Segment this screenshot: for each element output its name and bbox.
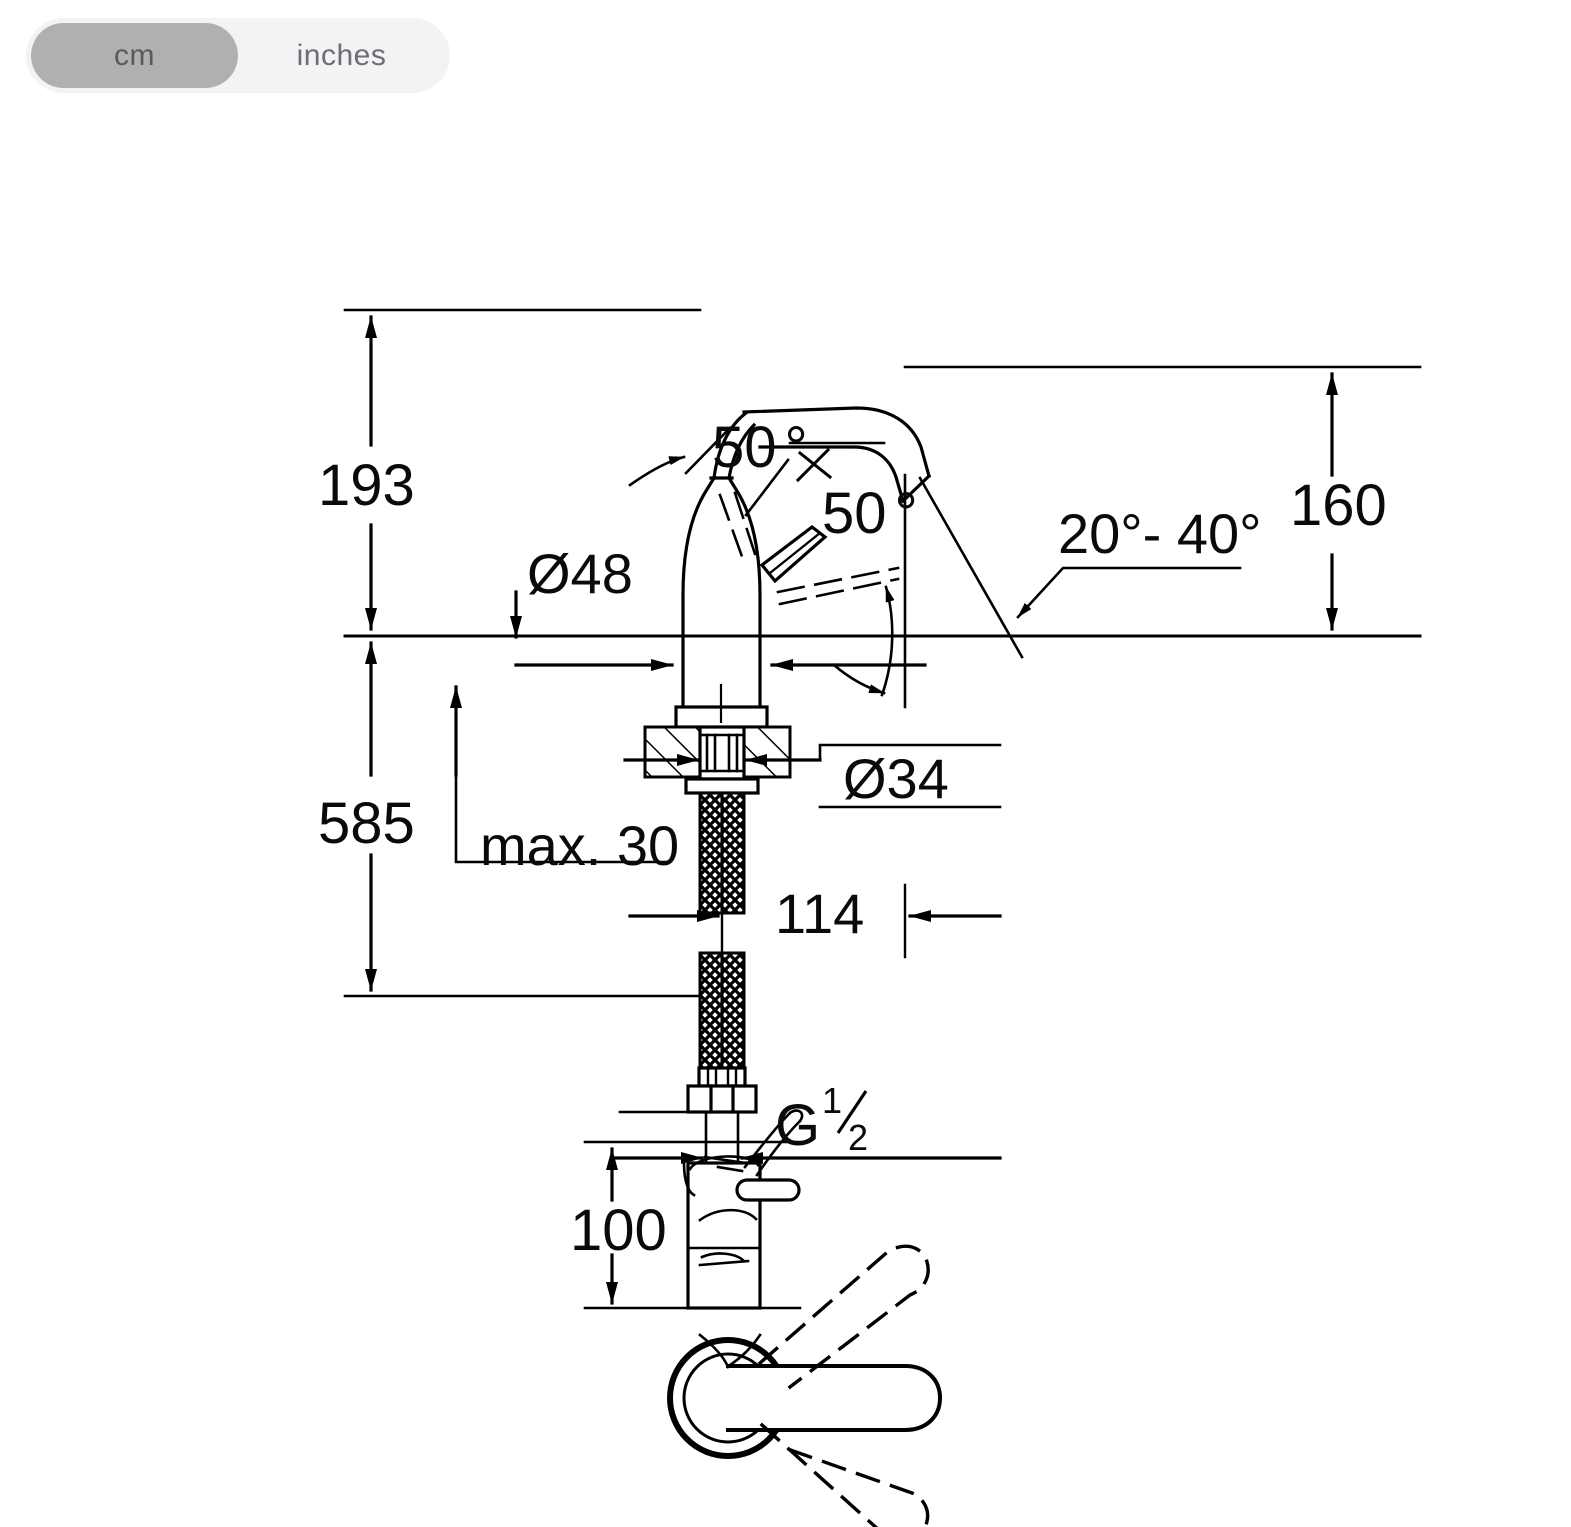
label-angle-left-value: 50 — [712, 415, 777, 480]
plan-inner-line — [698, 1259, 750, 1267]
plan-lever-raised-right — [755, 1119, 802, 1177]
label-angle-left: 50° — [712, 415, 808, 480]
label-diameter-34: Ø34 — [843, 747, 949, 810]
technical-drawing: 193 585 160 Ø48 Ø34 max. 30 114 50° 50° … — [0, 95, 1571, 1527]
swing-arc-up — [880, 585, 895, 697]
label-100: 100 — [570, 1198, 667, 1263]
plan-lever-base-a — [703, 1155, 747, 1165]
plan-spout-solid — [726, 1364, 943, 1432]
plan-lever-raised-left — [743, 1111, 792, 1169]
hex-nut — [686, 1084, 758, 1114]
lever-dash-c — [776, 566, 900, 594]
plan-spout-root-right — [728, 1333, 762, 1367]
unit-option-cm[interactable]: cm — [31, 23, 238, 88]
swing-arc-down — [832, 663, 886, 695]
max30-elbow — [454, 773, 672, 864]
spout-inner — [758, 445, 905, 503]
label-swivel-range: 20°- 40° — [1058, 502, 1262, 565]
label-585: 585 — [318, 791, 415, 856]
angle-left-ref-line — [684, 426, 732, 475]
body-outline-left — [681, 475, 717, 709]
unit-option-inches[interactable]: inches — [238, 23, 445, 88]
label-angle-right-value: 50 — [822, 481, 887, 546]
plan-lever-raised-cap — [788, 1109, 804, 1123]
lever-dash-b — [733, 491, 758, 559]
plan-lever-pin — [735, 1178, 801, 1202]
body-outline-right — [726, 475, 762, 709]
label-193: 193 — [318, 453, 415, 518]
label-114: 114 — [775, 882, 864, 945]
spout-tip-face — [900, 473, 932, 504]
unit-toggle[interactable]: cm inches — [26, 18, 450, 93]
lever-dash-d — [778, 577, 900, 606]
lever-dash-a — [718, 493, 747, 567]
hose-collar-threads — [706, 1068, 738, 1086]
lever-edge — [768, 531, 822, 575]
label-angle-left-degree: ° — [785, 415, 808, 480]
label-diameter-48: Ø48 — [527, 542, 633, 605]
angle-left-arc — [628, 455, 686, 487]
hose-collar — [697, 1066, 747, 1088]
swivel-leader-line — [918, 476, 1024, 659]
plan-inner-arc-1 — [698, 1208, 758, 1222]
label-angle-right: 50° — [822, 481, 918, 546]
label-160: 160 — [1290, 473, 1387, 538]
label-max-30: max. 30 — [480, 814, 679, 877]
label-thread-denominator: 2 — [848, 1117, 868, 1158]
plan-lever-base-b — [716, 1165, 744, 1173]
label-thread-numerator: 1 — [822, 1080, 842, 1121]
mounting-nut — [684, 777, 760, 795]
plan-spout-dashed-lower — [759, 1422, 930, 1527]
plan-cap-arc — [688, 1155, 760, 1171]
plan-cap-side — [682, 1161, 696, 1197]
neck-left — [712, 410, 749, 480]
drawing-svg: 193 585 160 Ø48 Ø34 max. 30 114 50° 50° … — [318, 308, 1422, 1527]
label-thread: G — [775, 1093, 820, 1158]
pivot-cross — [795, 447, 833, 483]
plan-inner-arc-2 — [700, 1252, 746, 1263]
neck-right — [727, 422, 757, 480]
plan-spout-root-left — [698, 1333, 730, 1369]
angle-right-ref-line — [744, 458, 790, 517]
label-angle-right-degree: ° — [895, 481, 918, 546]
shank-threads — [698, 733, 746, 773]
swivel-leader-elbow — [1016, 566, 1242, 619]
spout-outer — [742, 406, 931, 478]
dim-34-leader — [818, 743, 1002, 762]
label-thread-slash — [836, 1090, 868, 1134]
